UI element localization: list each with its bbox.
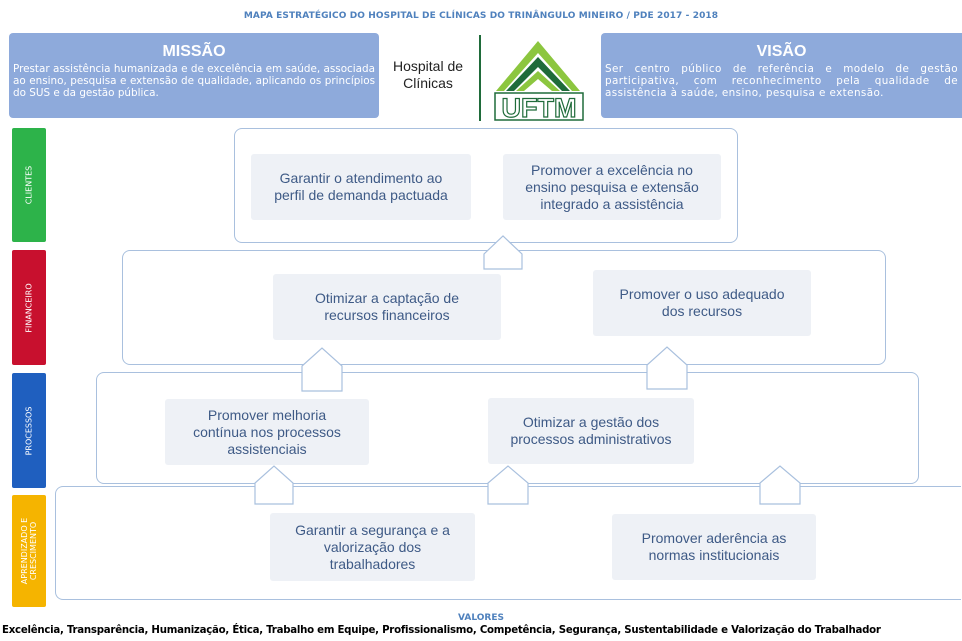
map-title: MAPA ESTRATÉGICO DO HOSPITAL DE CLÍNICAS… <box>243 11 719 21</box>
objective-financeiro-2-line2: dos recursos <box>661 303 743 319</box>
objective-aprendizado-1-line2: valorização dos <box>323 538 422 555</box>
objective-clientes-2: Promover a excelência no ensino pesquisa… <box>503 154 721 220</box>
arrow-to-financeiro-1 <box>301 347 343 392</box>
objective-processos-1-line2: contínua nos processos <box>193 423 341 440</box>
visao-panel: VISÃO Ser centro público de referência e… <box>601 33 962 118</box>
objective-aprendizado-2-line1: Promover aderência as <box>641 530 787 546</box>
perspective-clientes: CLIENTES <box>12 128 46 242</box>
objective-processos-1-line1: Promover melhoria <box>207 406 327 423</box>
objective-financeiro-1-line1: Otimizar a captação de <box>315 290 459 306</box>
perspective-financeiro: FINANCEIRO <box>12 250 46 365</box>
objective-clientes-1-line2: perfil de demanda pactuada <box>274 187 448 203</box>
arrow-to-financeiro-2 <box>646 346 688 390</box>
arrow-to-processos-3 <box>759 465 801 505</box>
objective-financeiro-2-line1: Promover o uso adequado <box>619 286 785 302</box>
objective-aprendizado-1: Garantir a segurança e a valorização dos… <box>270 513 475 581</box>
arrow-to-clientes <box>483 235 523 270</box>
objective-processos-1: Promover melhoria contínua nos processos… <box>165 399 369 465</box>
missao-title: MISSÃO <box>162 43 226 60</box>
valores-text: Excelência, Transparência, Humanização, … <box>2 625 881 636</box>
perspective-aprendizado: APRENDIZADO E CRESCIMENTO <box>12 495 46 607</box>
valores-title: VALORES <box>458 613 504 623</box>
objective-financeiro-1: Otimizar a captação de recursos financei… <box>273 274 501 340</box>
objective-clientes-2-line3: integrado a assistência <box>540 195 684 212</box>
missao-panel: MISSÃO Prestar assistência humanizada e … <box>9 33 379 118</box>
objective-processos-2-line1: Otimizar a gestão dos <box>522 414 660 430</box>
objective-financeiro-1-line2: recursos financeiros <box>324 307 450 323</box>
visao-text: Ser centro público de referência e model… <box>605 63 958 99</box>
visao-title: VISÃO <box>756 43 807 60</box>
objective-clientes-1-line1: Garantir o atendimento ao <box>279 170 443 186</box>
missao-text: Prestar assistência humanizada e de exce… <box>13 63 375 99</box>
hospital-name: Hospital de Clínicas <box>382 58 474 92</box>
uftm-logo: UFTM <box>478 33 598 124</box>
hospital-name-line1: Hospital de <box>392 58 464 74</box>
arrow-to-processos-1 <box>254 465 294 505</box>
uftm-logo-icon: UFTM <box>479 35 584 124</box>
objective-aprendizado-1-line3: trabalhadores <box>329 555 416 572</box>
objective-processos-1-line3: assistenciais <box>227 440 307 457</box>
objective-aprendizado-2: Promover aderência as normas institucion… <box>612 514 816 580</box>
objective-financeiro-2: Promover o uso adequado dos recursos <box>593 270 811 336</box>
hospital-name-line2: Clínicas <box>403 75 453 91</box>
perspective-processos: PROCESSOS <box>12 373 46 488</box>
objective-processos-2: Otimizar a gestão dos processos administ… <box>488 398 694 464</box>
objective-processos-2-line2: processos administrativos <box>510 431 672 447</box>
objective-clientes-1: Garantir o atendimento ao perfil de dema… <box>251 154 471 220</box>
uftm-logo-text: UFTM <box>502 93 577 123</box>
objective-clientes-2-line2: ensino pesquisa e extensão <box>525 178 699 195</box>
objective-clientes-2-line1: Promover a excelência no <box>531 161 693 178</box>
objective-aprendizado-2-line2: normas institucionais <box>648 547 780 563</box>
objective-aprendizado-1-line1: Garantir a segurança e a <box>295 521 450 538</box>
arrow-to-processos-2 <box>487 465 529 505</box>
